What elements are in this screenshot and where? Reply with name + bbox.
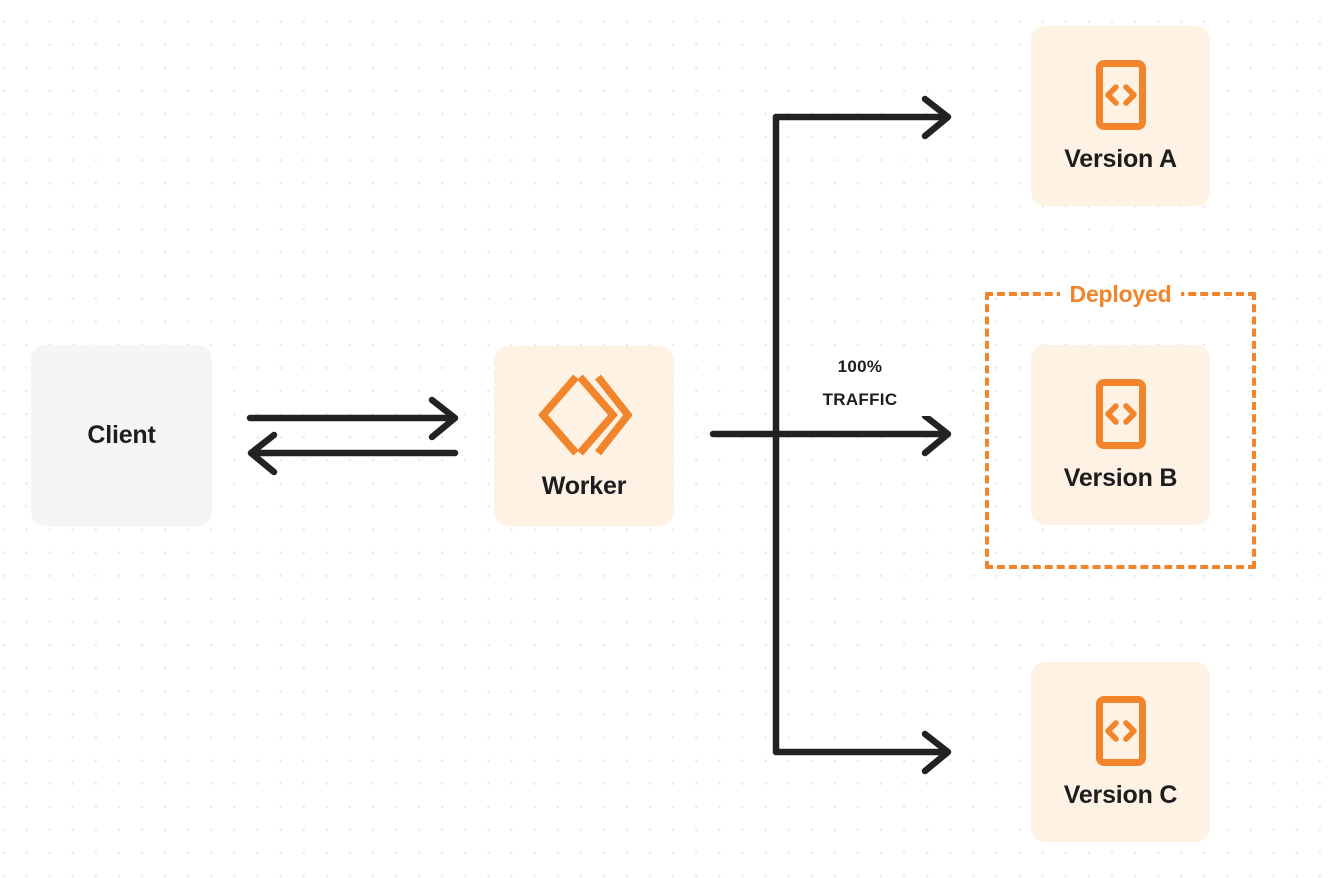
node-worker-label: Worker bbox=[541, 471, 627, 500]
traffic-caption: TRAFFIC bbox=[790, 383, 930, 416]
edge-to-version-b bbox=[709, 412, 952, 457]
node-version-b-label: Version B bbox=[1063, 463, 1178, 492]
code-file-icon bbox=[1095, 695, 1147, 767]
code-file-icon bbox=[1095, 378, 1147, 450]
node-version-a[interactable]: Version A bbox=[1031, 26, 1210, 206]
node-client-label: Client bbox=[87, 421, 156, 449]
cloudflare-workers-logo-icon bbox=[536, 372, 632, 458]
code-file-icon bbox=[1095, 59, 1147, 131]
edge-to-version-c bbox=[772, 730, 952, 775]
node-client[interactable]: Client bbox=[31, 345, 212, 526]
traffic-label: 100% TRAFFIC bbox=[790, 350, 930, 416]
group-deployed-label: Deployed bbox=[1059, 280, 1182, 308]
edge-to-version-a bbox=[772, 95, 952, 140]
group-deployed: Deployed bbox=[985, 280, 1256, 569]
edge-client-to-worker bbox=[246, 396, 459, 441]
node-version-a-label: Version A bbox=[1064, 144, 1177, 173]
node-version-c[interactable]: Version C bbox=[1031, 662, 1210, 842]
traffic-percent: 100% bbox=[790, 350, 930, 383]
node-worker[interactable]: Worker bbox=[494, 346, 674, 526]
edge-worker-to-client bbox=[247, 431, 459, 476]
node-version-b[interactable]: Version B bbox=[1031, 345, 1210, 525]
node-version-c-label: Version C bbox=[1063, 780, 1178, 809]
